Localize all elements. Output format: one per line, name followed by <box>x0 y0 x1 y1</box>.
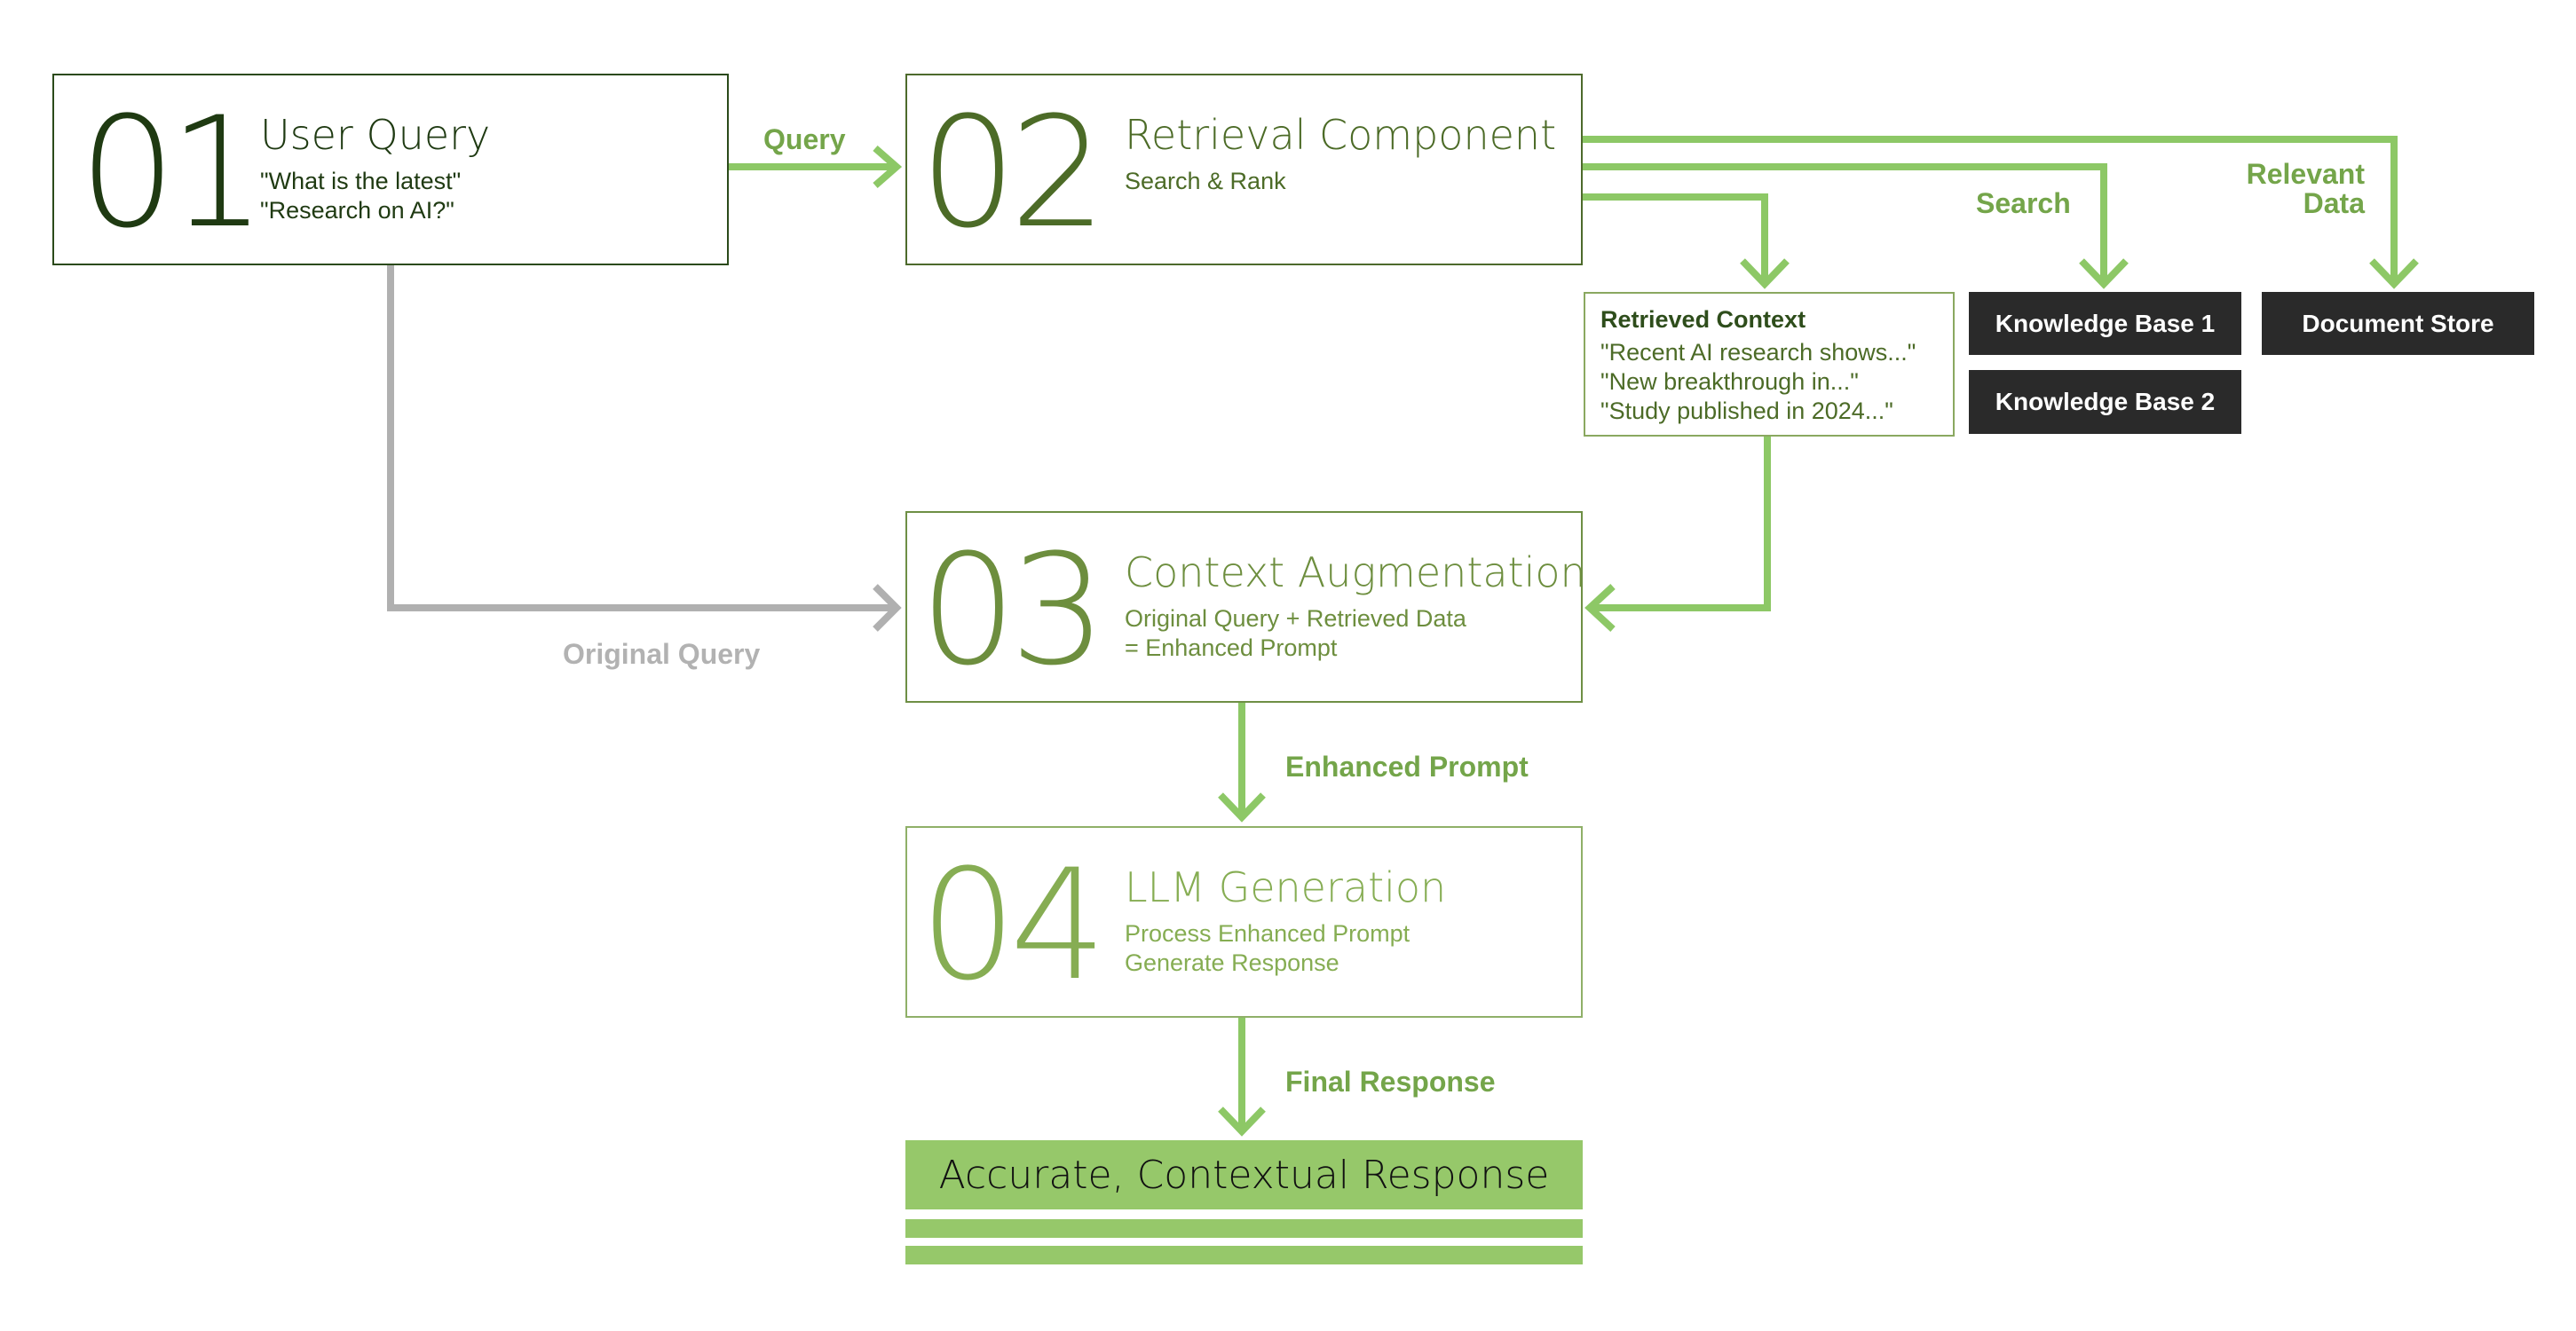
label-data: Data <box>2303 187 2365 219</box>
arrowhead-document-store <box>2369 258 2419 289</box>
step-title: Context Augmentation <box>1125 548 1586 596</box>
arrowhead-final-response <box>1218 1107 1266 1137</box>
result-stripe <box>905 1246 1583 1264</box>
arrowhead-retrieved-context <box>1740 258 1790 289</box>
step-line: Search & Rank <box>1125 168 1286 194</box>
step-number: 04 <box>920 836 1107 1014</box>
arrowhead-knowledge-bases <box>2079 258 2129 289</box>
retrieved-context-box: Retrieved Context "Recent AI research sh… <box>1584 292 1955 437</box>
step-line: "Research on AI?" <box>260 197 454 224</box>
step-title: User Query <box>260 111 491 159</box>
arrow-original-query <box>387 265 895 611</box>
step-line: Original Query + Retrieved Data <box>1125 605 1466 632</box>
retrieved-context-line: "Recent AI research shows..." <box>1600 339 1916 366</box>
step-title: Retrieval Component <box>1125 111 1557 159</box>
knowledge-base-1: Knowledge Base 1 <box>1969 292 2241 355</box>
step-01-user-query: 01 User Query "What is the latest" "Rese… <box>52 74 729 265</box>
label-final-response: Final Response <box>1285 1066 1496 1098</box>
knowledge-base-2: Knowledge Base 2 <box>1969 370 2241 434</box>
retrieved-context-line: "New breakthrough in..." <box>1600 368 1859 395</box>
arrowhead-context-to-augmentation <box>1584 584 1616 632</box>
result-accurate-response: Accurate, Contextual Response <box>905 1140 1583 1209</box>
arrowhead-enhanced-prompt <box>1218 792 1266 823</box>
retrieved-context-title: Retrieved Context <box>1600 306 1806 333</box>
label-original-query: Original Query <box>563 638 761 670</box>
step-line: Generate Response <box>1125 949 1339 976</box>
retrieved-context-line: "Study published in 2024..." <box>1600 398 1893 424</box>
label-enhanced-prompt: Enhanced Prompt <box>1285 751 1529 783</box>
arrowhead-original-query <box>873 584 902 632</box>
step-line: Process Enhanced Prompt <box>1125 920 1410 947</box>
step-line: = Enhanced Prompt <box>1125 634 1338 661</box>
arrow-to-document-store <box>1583 136 2398 282</box>
step-title: LLM Generation <box>1125 863 1447 911</box>
step-02-retrieval-component: 02 Retrieval Component Search & Rank <box>905 74 1583 265</box>
step-03-context-augmentation: 03 Context Augmentation Original Query +… <box>905 511 1586 703</box>
label-search: Search <box>1976 187 2071 219</box>
step-04-llm-generation: 04 LLM Generation Process Enhanced Promp… <box>905 826 1583 1018</box>
step-line: "What is the latest" <box>260 168 462 194</box>
arrow-context-to-augmentation <box>1593 437 1771 611</box>
arrow-to-knowledge-bases <box>1583 163 2107 282</box>
step-number: 02 <box>920 83 1107 262</box>
arrowhead-query <box>873 145 903 189</box>
step-number: 01 <box>79 83 266 262</box>
arrow-to-retrieved-context <box>1583 193 1768 282</box>
label-query: Query <box>763 123 846 155</box>
label-relevant: Relevant <box>2246 158 2365 190</box>
step-number: 03 <box>920 521 1107 699</box>
document-store: Document Store <box>2262 292 2534 355</box>
result-stripe <box>905 1219 1583 1238</box>
